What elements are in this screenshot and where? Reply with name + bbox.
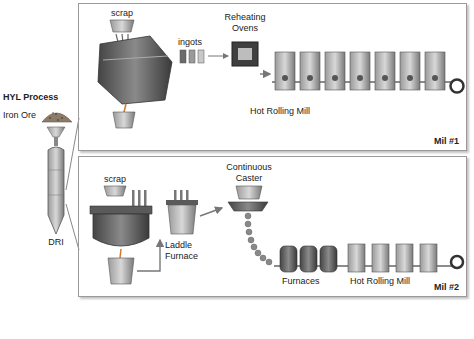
- process-label: Reheating Ovens: [217, 12, 273, 34]
- process-label: Continuous Caster: [221, 162, 277, 184]
- process-label: HYL Process: [3, 92, 58, 103]
- mill-panel: Mil #2: [78, 156, 467, 297]
- mill-title: Mil #2: [434, 282, 459, 292]
- process-label: DRI: [48, 237, 64, 248]
- process-label: Hot Rolling Mill: [250, 106, 310, 117]
- mill-panel: Mil #1: [78, 3, 467, 151]
- process-label: Laddle Furnace: [165, 240, 211, 262]
- mill-title: Mil #1: [434, 136, 459, 146]
- process-label: Furnaces: [282, 276, 320, 287]
- process-label: ingots: [178, 37, 202, 48]
- process-label: Iron Ore: [3, 110, 36, 121]
- process-label: scrap: [104, 174, 126, 185]
- process-label: scrap: [111, 8, 133, 19]
- process-label: Hot Rolling Mill: [350, 276, 410, 287]
